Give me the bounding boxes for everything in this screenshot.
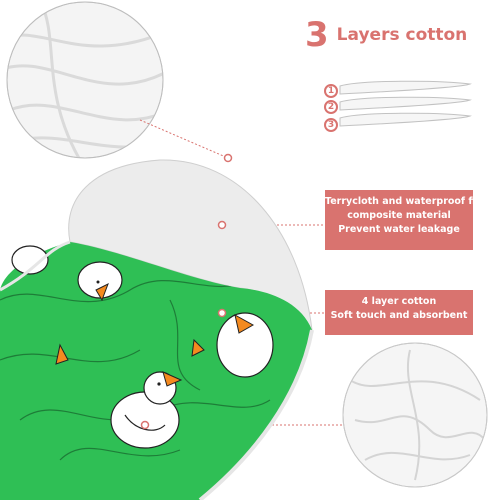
callout-line: Prevent water leakage — [338, 224, 460, 235]
callout-cotton: 4 layer cotton Soft touch and absorbent — [325, 290, 473, 335]
layer-badge-1: 1 — [324, 84, 338, 98]
headline-number: 3 — [305, 15, 329, 55]
duck-icon — [110, 371, 183, 449]
terry-layer — [68, 159, 313, 332]
fabric-closeup-icon — [342, 342, 488, 488]
duck-icon — [216, 312, 274, 378]
duck-icon — [55, 343, 69, 365]
callout-dots — [140, 153, 233, 430]
fabric-closeup-top — [6, 1, 164, 159]
duck-icon — [77, 261, 123, 302]
callout-line: 4 layer cotton — [361, 296, 437, 307]
duck-icon — [11, 245, 49, 275]
callout-line: Soft touch and absorbent — [330, 310, 468, 321]
layer-badge-2: 2 — [324, 100, 338, 114]
duck-icon — [191, 338, 205, 357]
green-print-layer — [0, 240, 314, 500]
callout-terrycloth: Terrycloth and waterproof film composite… — [325, 190, 489, 250]
layer-badge-3: 3 — [324, 118, 338, 132]
layers-icon — [339, 80, 472, 127]
callout-line: Terrycloth and waterproof film — [325, 196, 489, 207]
headline-text: Layers cotton — [336, 25, 468, 45]
callout-line: composite material — [347, 210, 451, 221]
headline: 3 Layers cotton — [305, 18, 467, 52]
